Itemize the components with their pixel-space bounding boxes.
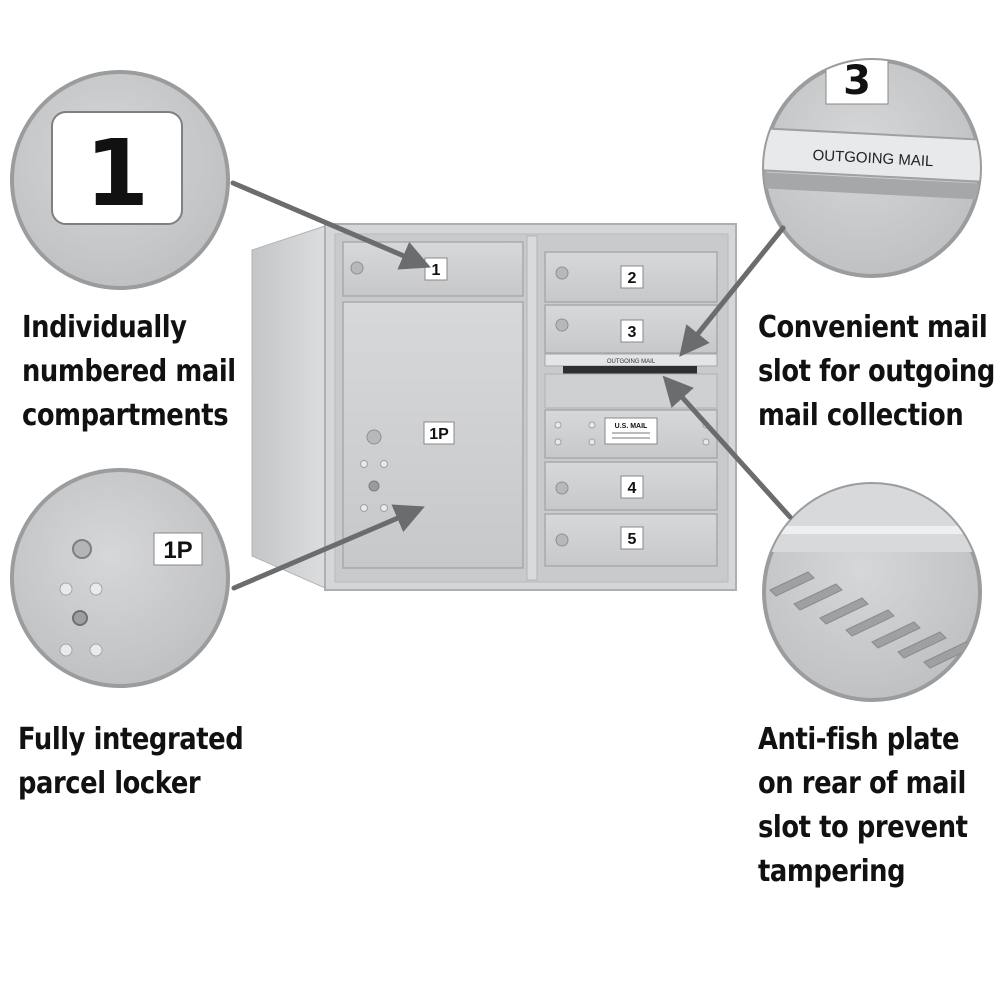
- callout-arrows: [230, 180, 793, 591]
- arrow-to-anti-fish-plate: [662, 375, 793, 520]
- arrow-to-outgoing-slot: [679, 225, 786, 357]
- parcel-key-lock-icon: [368, 480, 380, 492]
- anti-fish-slots: [769, 571, 973, 669]
- door-number-4: 4: [628, 480, 637, 497]
- caption-outgoing-slot: Convenient mail slot for outgoing mail c…: [758, 306, 995, 438]
- caption-line: parcel locker: [18, 766, 201, 801]
- door-lock-icon: [555, 318, 569, 332]
- caption-line: slot for outgoing: [758, 354, 995, 389]
- door-number-5: 5: [628, 531, 637, 548]
- zoom-outgoing-label: OUTGOING MAIL: [812, 147, 934, 170]
- caption-parcel-locker: Fully integrated parcel locker: [18, 718, 244, 806]
- caption-line: Fully integrated: [18, 722, 244, 757]
- zoom-parcel-number: 1P: [163, 537, 192, 564]
- zoom-circle-antifish: [762, 482, 982, 702]
- caption-line: on rear of mail: [758, 766, 966, 801]
- mailbox-side-panel: [251, 225, 326, 589]
- caption-line: compartments: [22, 398, 229, 433]
- caption-line: Convenient mail: [758, 310, 988, 345]
- us-mail-label: U.S. MAIL: [615, 423, 648, 430]
- caption-line: slot to prevent: [758, 810, 968, 845]
- door-number-3: 3: [628, 324, 637, 341]
- zoom-door-number-3: 3: [843, 58, 871, 104]
- mailbox-unit: 1 1P 2 3 OUTGOING MAIL U.S. MAIL: [251, 223, 737, 591]
- arrow-to-door-1: [230, 180, 431, 270]
- zoom-circle-number: 1: [10, 70, 230, 290]
- door-number-2: 2: [628, 270, 637, 287]
- door-number-1: 1: [432, 262, 441, 279]
- zoom-circle-parcel: 1P: [10, 468, 230, 688]
- caption-line: numbered mail: [22, 354, 236, 389]
- caption-line: Anti-fish plate: [758, 722, 960, 757]
- outgoing-mail-slot: [563, 366, 697, 374]
- door-lock-icon: [555, 266, 569, 280]
- parcel-lock-icon: [366, 429, 382, 445]
- caption-line: Individually: [22, 310, 187, 345]
- door-lock-icon: [555, 481, 569, 495]
- zoom-key-lock-icon: [72, 610, 88, 626]
- caption-line: mail collection: [758, 398, 964, 433]
- door-lock-icon: [350, 261, 364, 275]
- arrow-to-parcel-locker: [231, 504, 425, 591]
- zoom-circle-outgoing: 3 OUTGOING MAIL: [762, 58, 982, 278]
- zoom-lock-icon: [72, 539, 92, 559]
- outgoing-mail-label-small: OUTGOING MAIL: [607, 359, 656, 365]
- caption-line: tampering: [758, 854, 906, 889]
- door-lock-icon: [555, 533, 569, 547]
- parcel-locker-number: 1P: [429, 426, 449, 443]
- caption-anti-fish-plate: Anti-fish plate on rear of mail slot to …: [758, 718, 968, 894]
- caption-numbered-compartments: Individually numbered mail compartments: [22, 306, 236, 438]
- zoom-number-1: 1: [85, 120, 149, 227]
